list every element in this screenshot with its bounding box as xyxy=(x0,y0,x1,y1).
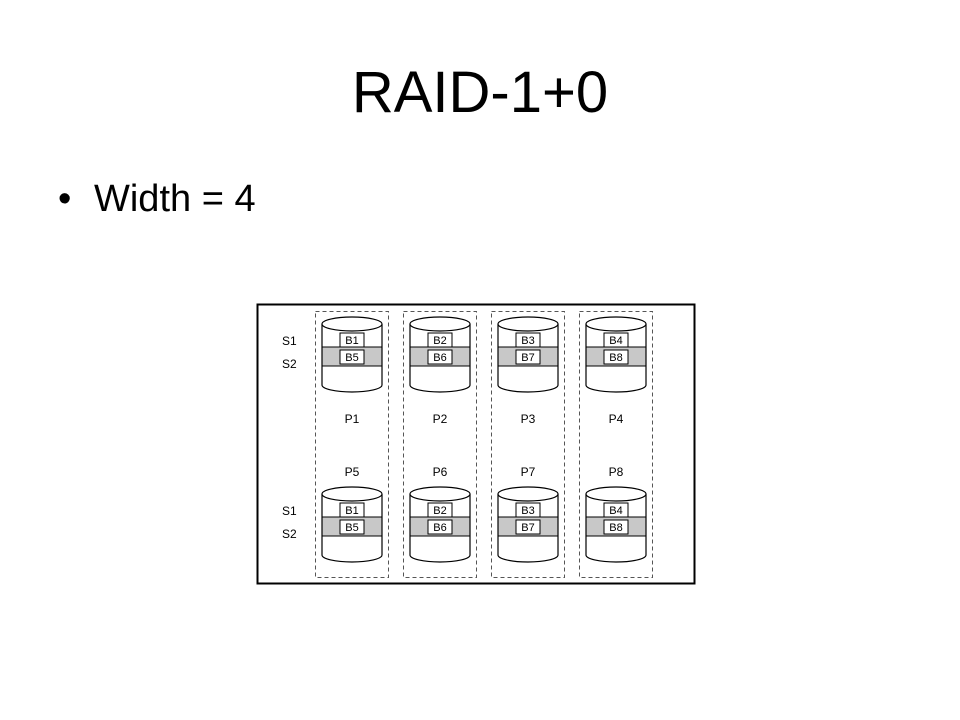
stripe-label: S1 xyxy=(282,504,297,518)
block-box xyxy=(515,502,541,518)
disk-bottom xyxy=(585,384,647,393)
bullet-item: • Width = 4 xyxy=(58,176,256,222)
disk-top xyxy=(321,486,383,502)
block-box xyxy=(427,349,453,365)
bullet-text: Width = 4 xyxy=(94,178,256,220)
block-box xyxy=(603,519,629,535)
disk-label: P4 xyxy=(609,412,624,426)
block-label: B5 xyxy=(345,522,358,534)
block-label: B4 xyxy=(609,505,622,517)
stripe-label: S1 xyxy=(282,334,297,348)
block-box xyxy=(515,332,541,348)
disk-bottom xyxy=(409,384,471,393)
disk-label: P5 xyxy=(345,465,360,479)
block-box xyxy=(339,349,365,365)
disk-bottom xyxy=(409,554,471,563)
block-label: B1 xyxy=(345,505,358,517)
slide-title: RAID-1+0 xyxy=(351,60,609,125)
disk-bottom xyxy=(497,554,559,563)
stripe-label: S2 xyxy=(282,357,297,371)
disk-top xyxy=(497,316,559,332)
block-label: B6 xyxy=(433,522,446,534)
disk-label: P2 xyxy=(433,412,448,426)
mirror-group-outline xyxy=(579,311,653,578)
disk-bottom xyxy=(585,554,647,563)
disk-bottom xyxy=(497,384,559,393)
disk-label: P6 xyxy=(433,465,448,479)
bullet-marker: • xyxy=(58,178,72,220)
block-label: B7 xyxy=(521,352,534,364)
block-box xyxy=(339,332,365,348)
block-box xyxy=(427,332,453,348)
disk-top xyxy=(409,486,471,502)
block-label: B3 xyxy=(521,505,534,517)
mirror-group-outline xyxy=(403,311,477,578)
block-label: B2 xyxy=(433,335,446,347)
mirror-group-outline xyxy=(315,311,389,578)
stripe-label: S2 xyxy=(282,527,297,541)
disk-bottom xyxy=(321,384,383,393)
mirror-group-outline xyxy=(491,311,565,578)
block-label: B8 xyxy=(609,522,622,534)
disk-label: P3 xyxy=(521,412,536,426)
block-label: B7 xyxy=(521,522,534,534)
block-box xyxy=(603,332,629,348)
disk-label: P7 xyxy=(521,465,536,479)
block-label: B3 xyxy=(521,335,534,347)
block-box xyxy=(339,519,365,535)
block-box xyxy=(515,349,541,365)
disk-bottom xyxy=(321,554,383,563)
disk-top xyxy=(585,316,647,332)
disk-top xyxy=(321,316,383,332)
block-label: B6 xyxy=(433,352,446,364)
disk-top xyxy=(585,486,647,502)
block-label: B4 xyxy=(609,335,622,347)
block-label: B1 xyxy=(345,335,358,347)
disk-top xyxy=(497,486,559,502)
block-box xyxy=(515,519,541,535)
block-label: B8 xyxy=(609,352,622,364)
block-box xyxy=(603,349,629,365)
block-box xyxy=(603,502,629,518)
block-box xyxy=(339,502,365,518)
block-box xyxy=(427,502,453,518)
disk-label: P8 xyxy=(609,465,624,479)
block-label: B2 xyxy=(433,505,446,517)
disk-top xyxy=(409,316,471,332)
block-label: B5 xyxy=(345,352,358,364)
block-box xyxy=(427,519,453,535)
disk-label: P1 xyxy=(345,412,360,426)
